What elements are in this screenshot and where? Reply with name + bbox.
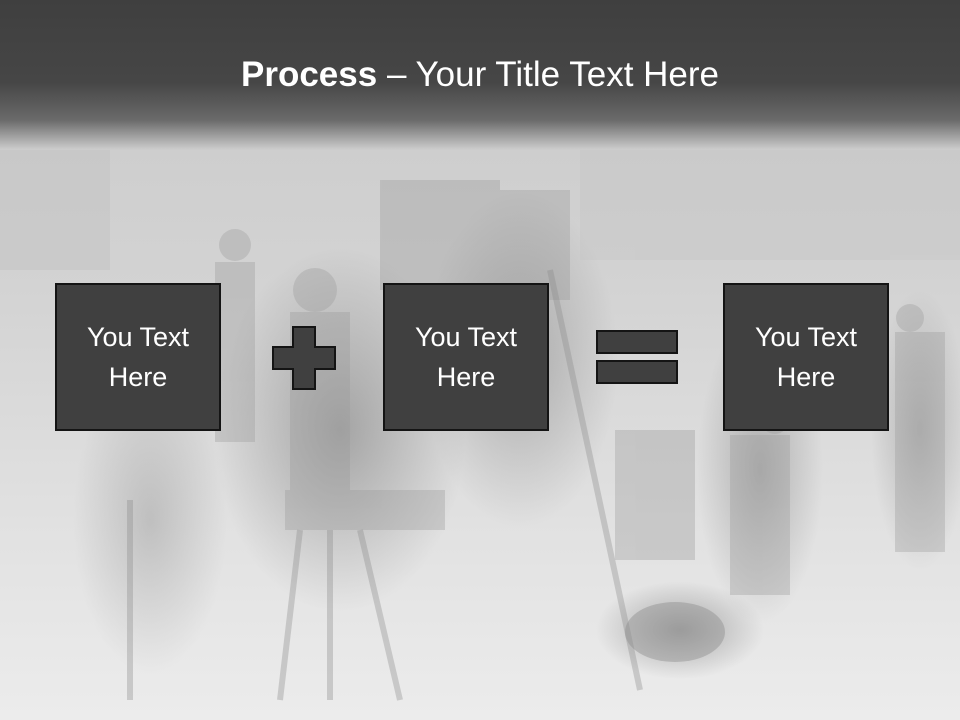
title-bold: Process <box>241 55 378 94</box>
plus-icon <box>272 326 336 390</box>
equals-icon <box>596 330 678 384</box>
process-box-3: You Text Here <box>723 283 889 431</box>
process-box-1-text: You Text Here <box>86 322 190 392</box>
slide-title: Process – Your Title Text Here <box>0 52 960 98</box>
process-box-2-text: You Text Here <box>414 322 518 392</box>
process-box-1: You Text Here <box>55 283 221 431</box>
title-bar <box>0 0 960 150</box>
process-box-3-text: You Text Here <box>754 322 858 392</box>
process-box-2: You Text Here <box>383 283 549 431</box>
title-rest: – Your Title Text Here <box>377 55 719 94</box>
